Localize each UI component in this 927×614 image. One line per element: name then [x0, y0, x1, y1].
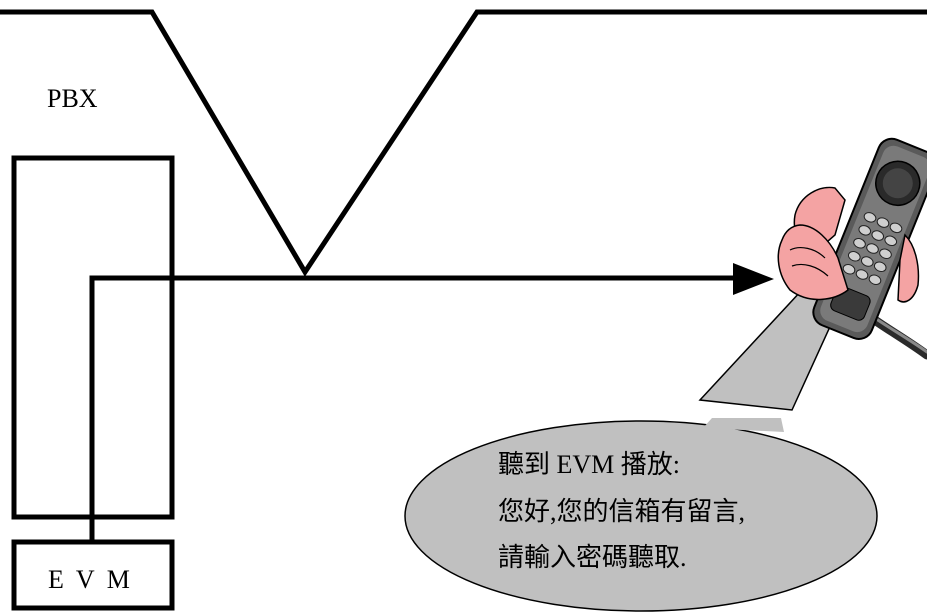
- callout-line-3: 請輸入密碼聽取.: [498, 543, 687, 572]
- pbx-label: PBX: [47, 84, 98, 113]
- evm-label: E V M: [48, 565, 133, 594]
- pbx-trunk-line: [0, 9, 927, 277]
- callout-line-2: 您好,您的信箱有留言,: [498, 497, 746, 526]
- arrow-head: [733, 263, 774, 295]
- evm-to-phone-line: [89, 275, 738, 542]
- callout-line-1: 聽到 EVM 播放:: [498, 450, 681, 479]
- handset-in-hand-icon: [777, 137, 927, 360]
